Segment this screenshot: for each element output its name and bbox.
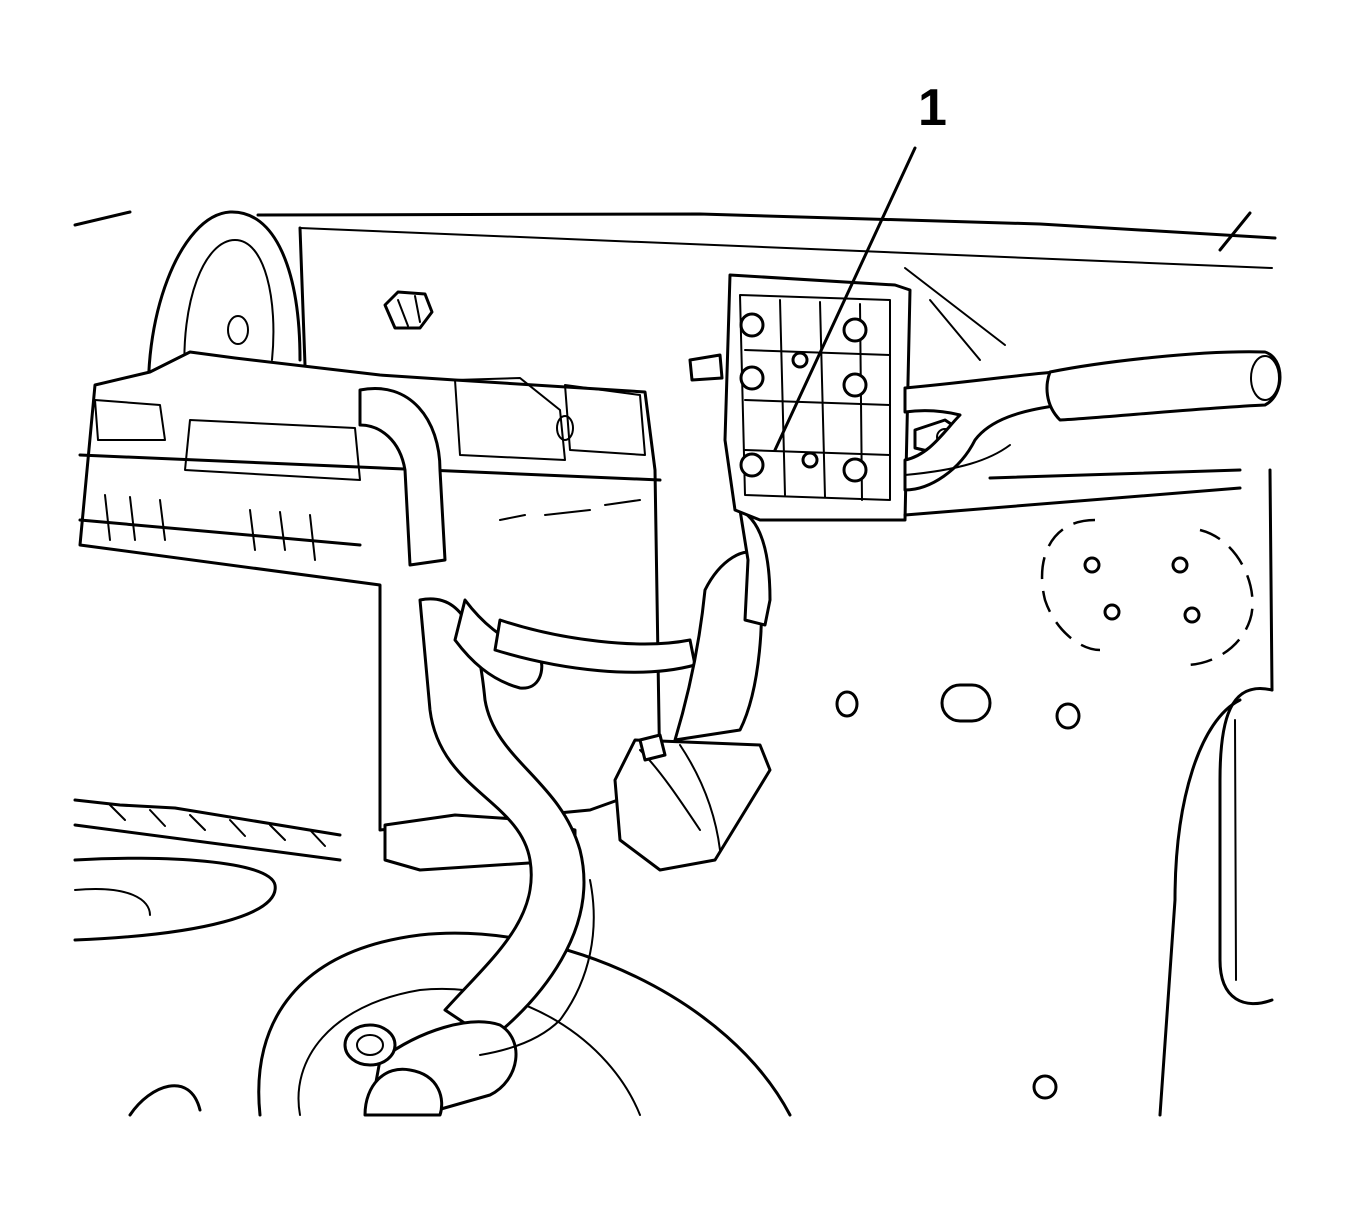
cowl-outline xyxy=(73,210,1277,361)
wheel-well xyxy=(73,856,792,1117)
fender-panel xyxy=(835,468,1274,1117)
callout-leader-line xyxy=(773,146,917,452)
positive-cable xyxy=(903,350,1282,492)
harness-clip xyxy=(613,733,772,872)
strut-tower xyxy=(146,210,307,422)
bolt-icon xyxy=(383,290,434,330)
fuse-block xyxy=(688,273,962,522)
battery-cable-harness xyxy=(358,387,772,1117)
grommet-clamp xyxy=(343,1023,444,1117)
battery-tray xyxy=(78,350,662,832)
callout-label-1: 1 xyxy=(918,79,947,137)
